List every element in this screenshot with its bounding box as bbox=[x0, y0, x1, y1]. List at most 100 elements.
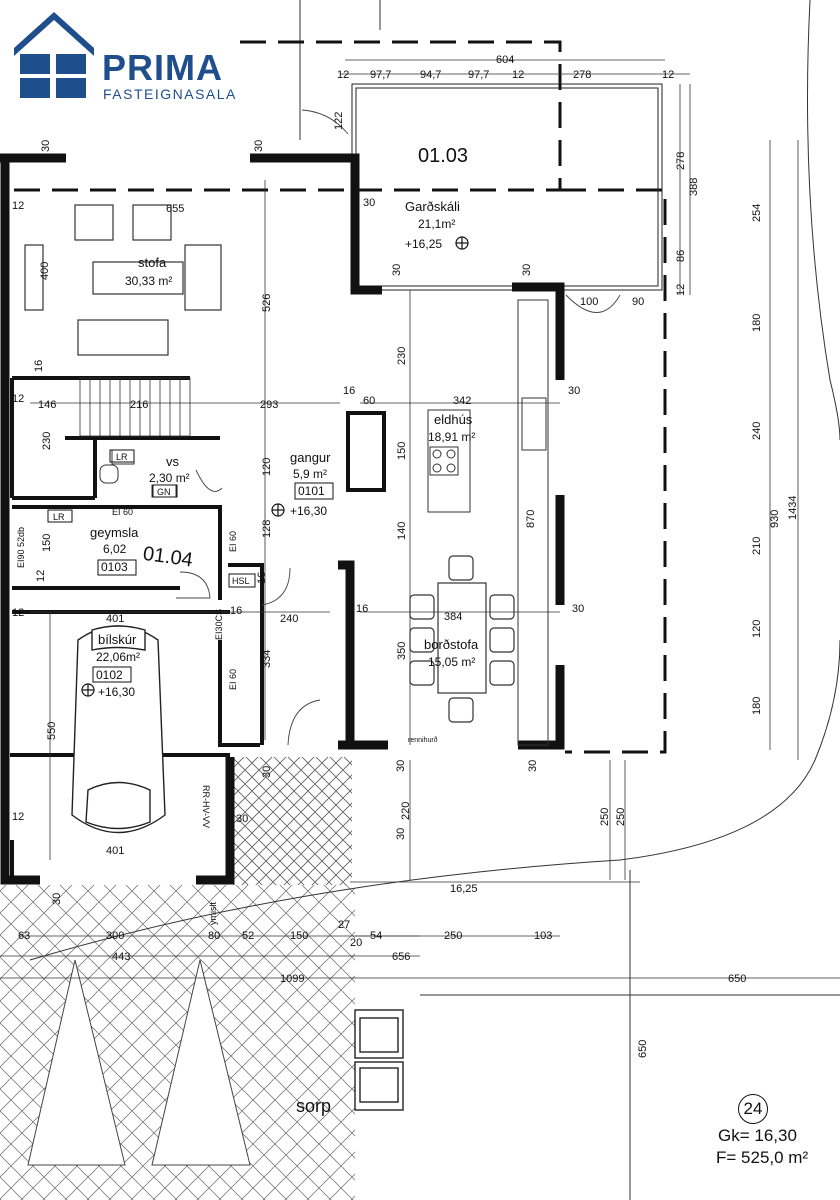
dim-top-977a: 97,7 bbox=[370, 69, 391, 81]
dim-52: 52 bbox=[242, 930, 254, 942]
dim-384: 384 bbox=[444, 611, 462, 623]
label-hsl: HSL bbox=[232, 576, 250, 586]
dim-150-geymsla: 150 bbox=[41, 534, 53, 552]
dim-400: 400 bbox=[39, 262, 51, 280]
dim-63: 63 bbox=[18, 930, 30, 942]
dim-r-388: 388 bbox=[688, 178, 700, 196]
dim-r-180b: 180 bbox=[751, 697, 763, 715]
dim-334: 334 bbox=[261, 650, 273, 668]
label-rennihurd: rennihurð bbox=[408, 736, 438, 744]
dim-top-947: 94,7 bbox=[420, 69, 441, 81]
dims-top: 12 97,7 94,7 97,7 12 278 12 604 bbox=[337, 54, 674, 81]
dim-1099: 1099 bbox=[280, 973, 304, 985]
dim-30-top-m: 30 bbox=[253, 140, 265, 152]
room-gangur-name: gangur bbox=[290, 450, 331, 465]
brand-name: PRIMA bbox=[102, 47, 223, 88]
label-sorp: sorp bbox=[296, 1096, 331, 1116]
dim-216: 216 bbox=[130, 399, 148, 411]
dim-r-12: 12 bbox=[675, 284, 687, 296]
dim-293: 293 bbox=[260, 399, 278, 411]
dim-30-gard: 30 bbox=[391, 264, 403, 276]
dim-r-1434: 1434 bbox=[787, 496, 799, 520]
dim-240: 240 bbox=[280, 613, 298, 625]
dim-30-garage-right: 30 bbox=[236, 813, 248, 825]
dim-r-254: 254 bbox=[751, 204, 763, 222]
gardskali-glass bbox=[351, 83, 663, 291]
dim-30-kitchen: 30 bbox=[568, 385, 580, 397]
room-bilskur-area: 22,06m² bbox=[96, 650, 140, 664]
dim-16-dining: 16 bbox=[356, 603, 368, 615]
level-markers bbox=[81, 236, 469, 697]
room-gardskali-name: Garðskáli bbox=[405, 199, 460, 214]
label-lr-vs: LR bbox=[116, 452, 128, 462]
dim-30-kitchen-top: 30 bbox=[521, 264, 533, 276]
room-geymsla-area: 6,02 bbox=[103, 542, 127, 556]
dim-30-stofa-r: 30 bbox=[363, 197, 375, 209]
dim-140: 140 bbox=[396, 522, 408, 540]
room-gangur-code: 0101 bbox=[298, 484, 325, 498]
label-ei60-side: EI 60 bbox=[228, 531, 238, 552]
site-boundary bbox=[29, 0, 840, 1200]
dim-30-bottom-a: 30 bbox=[261, 766, 273, 778]
dashed-outline bbox=[12, 40, 667, 754]
room-vs-area: 2,30 m² bbox=[149, 471, 190, 485]
dim-54: 54 bbox=[370, 930, 382, 942]
label-ei60-top: EI 60 bbox=[112, 507, 133, 517]
dim-top-12a: 12 bbox=[337, 69, 349, 81]
dim-top-977b: 97,7 bbox=[468, 69, 489, 81]
living-furniture bbox=[24, 204, 222, 356]
dim-16-hsl: 16 bbox=[256, 572, 268, 584]
dim-1625: 16,25 bbox=[450, 883, 478, 895]
dim-r-180a: 180 bbox=[751, 314, 763, 332]
dim-top-604: 604 bbox=[496, 54, 514, 66]
brand-logo: PRIMA FASTEIGNASALA bbox=[14, 10, 254, 110]
dim-30-garage-bottom: 30 bbox=[51, 893, 63, 905]
label-ei60-garage: EI 60 bbox=[228, 669, 238, 690]
house-logo-icon bbox=[14, 12, 94, 98]
dim-12-garage-bottom: 12 bbox=[12, 811, 24, 823]
dim-250-a: 250 bbox=[599, 808, 611, 826]
dim-r-240: 240 bbox=[751, 422, 763, 440]
dim-230-hall: 230 bbox=[396, 347, 408, 365]
dim-401-bottom: 401 bbox=[106, 845, 124, 857]
dim-526: 526 bbox=[261, 294, 273, 312]
dim-r-120: 120 bbox=[751, 620, 763, 638]
room-bilskur-name: bílskúr bbox=[98, 632, 137, 647]
room-geymsla-name: geymsla bbox=[90, 525, 139, 540]
room-bilskur-code: 0102 bbox=[96, 668, 123, 682]
kitchen-fixtures bbox=[427, 299, 549, 746]
dims-right: 278 86 12 388 254 180 240 210 120 180 93… bbox=[675, 152, 799, 715]
label-lr-geymsla: LR bbox=[53, 512, 65, 522]
paving-area bbox=[0, 757, 355, 1200]
dim-12-garage-top: 12 bbox=[12, 607, 24, 619]
handwritten-unit-0103: 01.03 bbox=[418, 145, 468, 167]
dim-30-top-l: 30 bbox=[40, 140, 52, 152]
exterior-walls bbox=[0, 153, 565, 885]
room-eldhus-area: 18,91 m² bbox=[428, 430, 475, 444]
dim-103: 103 bbox=[534, 930, 552, 942]
dim-250-b: 250 bbox=[615, 808, 627, 826]
dim-401-top: 401 bbox=[106, 613, 124, 625]
room-bilskur-level: +16,30 bbox=[98, 685, 135, 699]
dim-top-12b: 12 bbox=[512, 69, 524, 81]
dim-80: 80 bbox=[208, 930, 220, 942]
dim-650-h: 650 bbox=[728, 973, 746, 985]
dim-350: 350 bbox=[396, 642, 408, 660]
dim-16-garage: 16 bbox=[230, 605, 242, 617]
dim-550: 550 bbox=[46, 722, 58, 740]
dim-300: 300 bbox=[106, 930, 124, 942]
label-ei90: EI90 52db bbox=[16, 527, 26, 568]
dim-870: 870 bbox=[525, 510, 537, 528]
label-ei30cs: EI30CS bbox=[214, 609, 224, 640]
dim-r-278: 278 bbox=[675, 152, 687, 170]
room-vs-name: vs bbox=[166, 454, 180, 469]
room-stofa-name: stofa bbox=[138, 255, 167, 270]
dim-655: 655 bbox=[166, 203, 184, 215]
dim-12-geymsla: 12 bbox=[35, 570, 47, 582]
room-geymsla-code: 0103 bbox=[101, 560, 128, 574]
dim-150-street: 150 bbox=[290, 930, 308, 942]
room-eldhus-name: eldhús bbox=[434, 412, 473, 427]
room-bordstofa-name: borðstofa bbox=[424, 637, 479, 652]
garbage-bins bbox=[354, 1009, 404, 1111]
dims-interior: 122 30 30 655 400 12 526 16 146 216 293 … bbox=[12, 112, 746, 1058]
